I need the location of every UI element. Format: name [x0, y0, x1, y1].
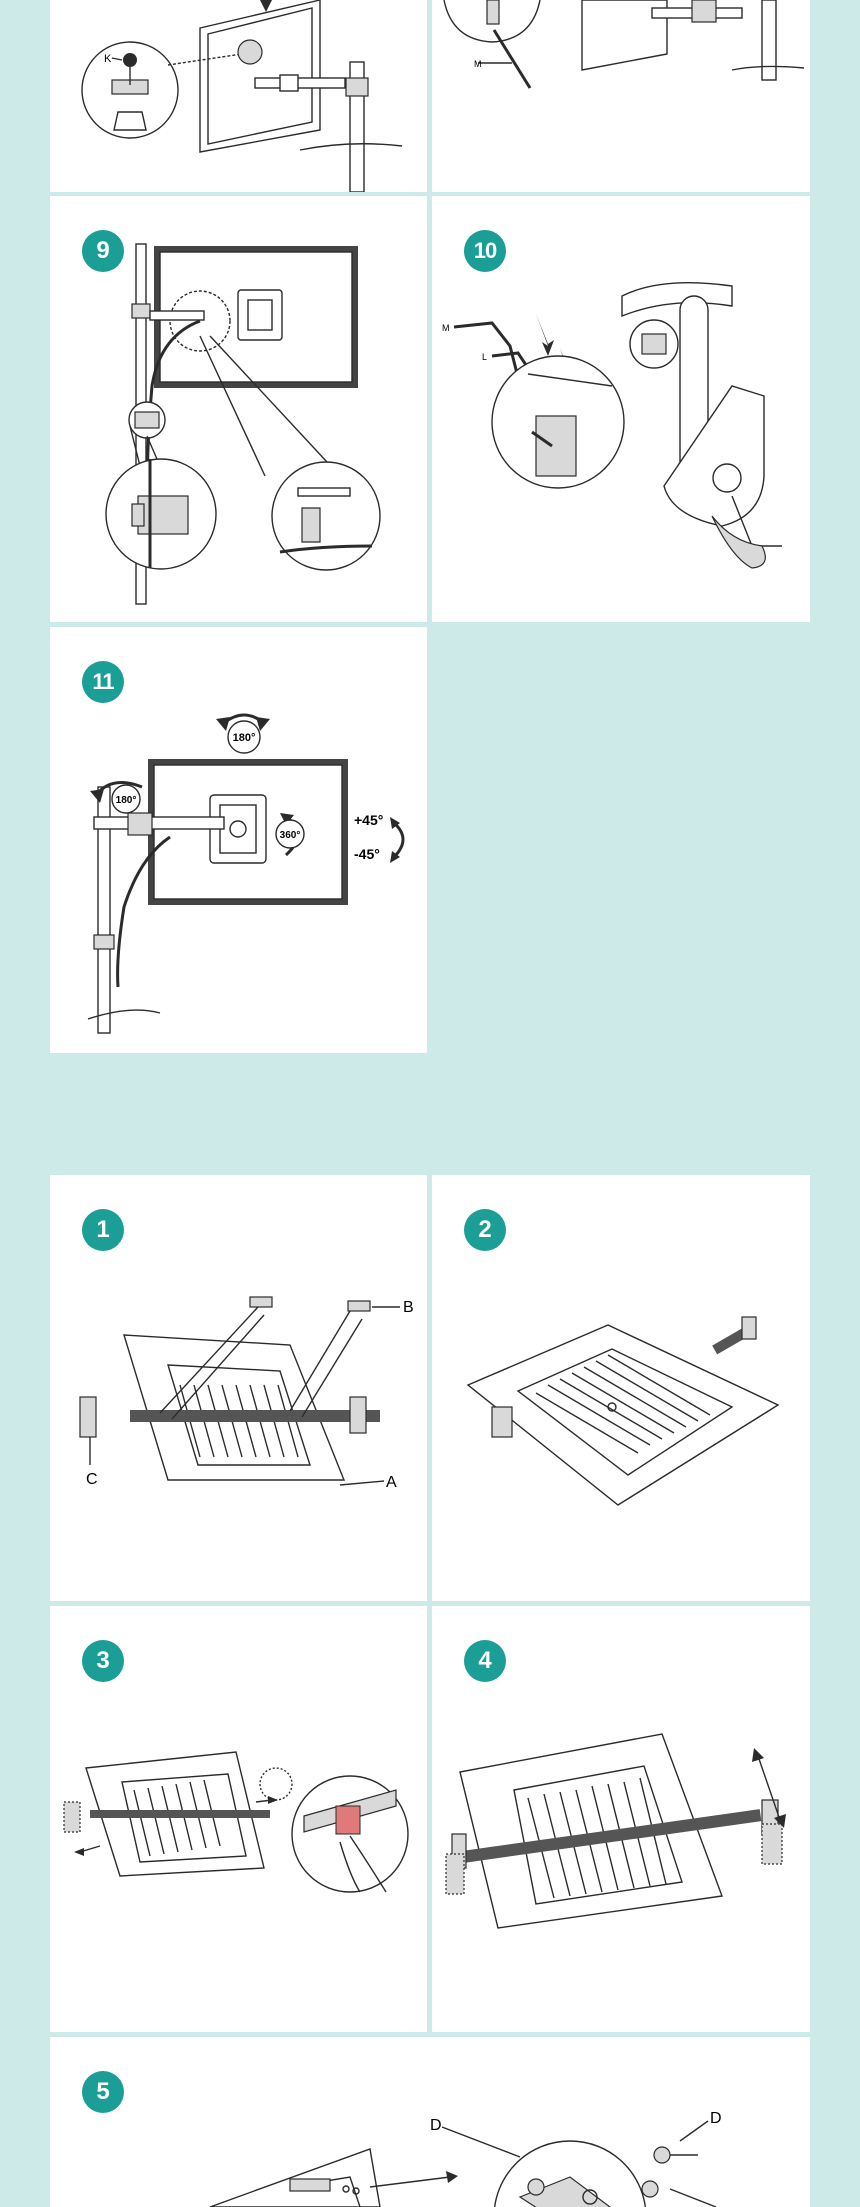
step-number-badge: 9: [82, 230, 124, 272]
label-m: M: [442, 323, 450, 333]
label-d-left: D: [430, 2117, 442, 2134]
label-b: B: [403, 1299, 414, 1316]
label-m-top: M: [474, 59, 482, 69]
step-number-badge: 1: [82, 1209, 124, 1251]
step-number-badge: 3: [82, 1640, 124, 1682]
step-number-badge: 5: [82, 2071, 124, 2113]
step-10-card: 10 M L: [432, 196, 810, 622]
step-5-illustration: D D: [209, 2110, 722, 2207]
step-number-badge: 2: [464, 1209, 506, 1251]
step-number-badge: 10: [464, 230, 506, 272]
step-8a-card: K: [50, 0, 427, 192]
step-11-card: 11 180° 180° 360° +45° -45°: [50, 627, 427, 1053]
step-8b-illustration: M: [443, 0, 805, 89]
label-c: C: [86, 1471, 98, 1488]
step-9-card: 9: [50, 196, 427, 622]
step-3-illustration: [63, 1751, 409, 1893]
label-tilt-minus-45: -45°: [354, 846, 380, 862]
label-k: K: [104, 53, 112, 65]
step-4-illustration: [445, 1733, 786, 1929]
step-number-badge: 11: [82, 661, 124, 703]
step-2-card: 2: [432, 1175, 810, 1601]
label-l: L: [482, 352, 487, 362]
step-11-illustration: 180° 180° 360° +45° -45°: [87, 713, 405, 1034]
step-1-card: 1 B C A: [50, 1175, 427, 1601]
step-3-card: 3: [50, 1606, 427, 2032]
label-tilt-plus-45: +45°: [354, 812, 383, 828]
step-10-illustration: M L: [442, 281, 782, 569]
step-8b-card: M: [432, 0, 810, 192]
label-d-right: D: [710, 2110, 722, 2127]
label-rotate-360: 360°: [280, 830, 301, 841]
step-9-illustration: [105, 243, 381, 605]
step-4-card: 4: [432, 1606, 810, 2032]
step-5-card: 5 D D: [50, 2037, 810, 2207]
label-a: A: [386, 1474, 397, 1491]
step-number-badge: 4: [464, 1640, 506, 1682]
step-1-illustration: B C A: [79, 1296, 414, 1491]
label-rotate-180-left: 180°: [116, 795, 137, 806]
label-rotate-180-top: 180°: [233, 732, 256, 744]
step-2-illustration: [466, 1316, 780, 1506]
step-8a-illustration: K: [81, 0, 403, 192]
